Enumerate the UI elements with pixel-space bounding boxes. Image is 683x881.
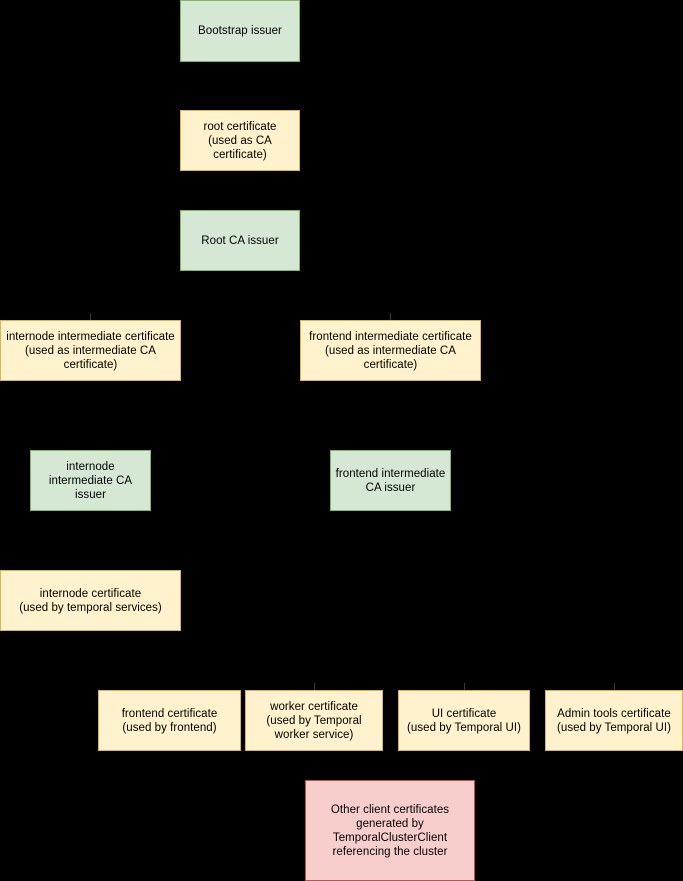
node-internode-certificate[interactable]: internode certificate (used by temporal … bbox=[0, 570, 181, 631]
node-root-ca-issuer[interactable]: Root CA issuer bbox=[180, 210, 300, 271]
edge-stub-frontend-intermediate bbox=[390, 313, 391, 321]
edge-stub-admin-tools-certificate bbox=[614, 683, 615, 691]
node-frontend-intermediate-certificate[interactable]: frontend intermediate certificate (used … bbox=[300, 320, 481, 381]
node-worker-certificate[interactable]: worker certificate (used by Temporal wor… bbox=[245, 690, 383, 751]
edge-stub-worker-certificate bbox=[314, 683, 315, 691]
node-ui-certificate[interactable]: UI certificate (used by Temporal UI) bbox=[398, 690, 530, 751]
node-other-client-certificates[interactable]: Other client certificates generated by T… bbox=[305, 780, 475, 881]
edge-stub-internode-intermediate bbox=[90, 313, 91, 321]
node-frontend-intermediate-ca-issuer[interactable]: frontend intermediate CA issuer bbox=[330, 450, 451, 511]
node-bootstrap-issuer[interactable]: Bootstrap issuer bbox=[180, 0, 300, 62]
node-root-certificate[interactable]: root certificate (used as CA certificate… bbox=[180, 110, 300, 171]
node-internode-intermediate-ca-issuer[interactable]: internode intermediate CA issuer bbox=[30, 450, 151, 511]
edge-stub-ui-certificate bbox=[464, 683, 465, 691]
node-admin-tools-certificate[interactable]: Admin tools certificate (used by Tempora… bbox=[545, 690, 683, 751]
node-internode-intermediate-certificate[interactable]: internode intermediate certificate (used… bbox=[0, 320, 181, 381]
node-frontend-certificate[interactable]: frontend certificate (used by frontend) bbox=[98, 690, 241, 751]
